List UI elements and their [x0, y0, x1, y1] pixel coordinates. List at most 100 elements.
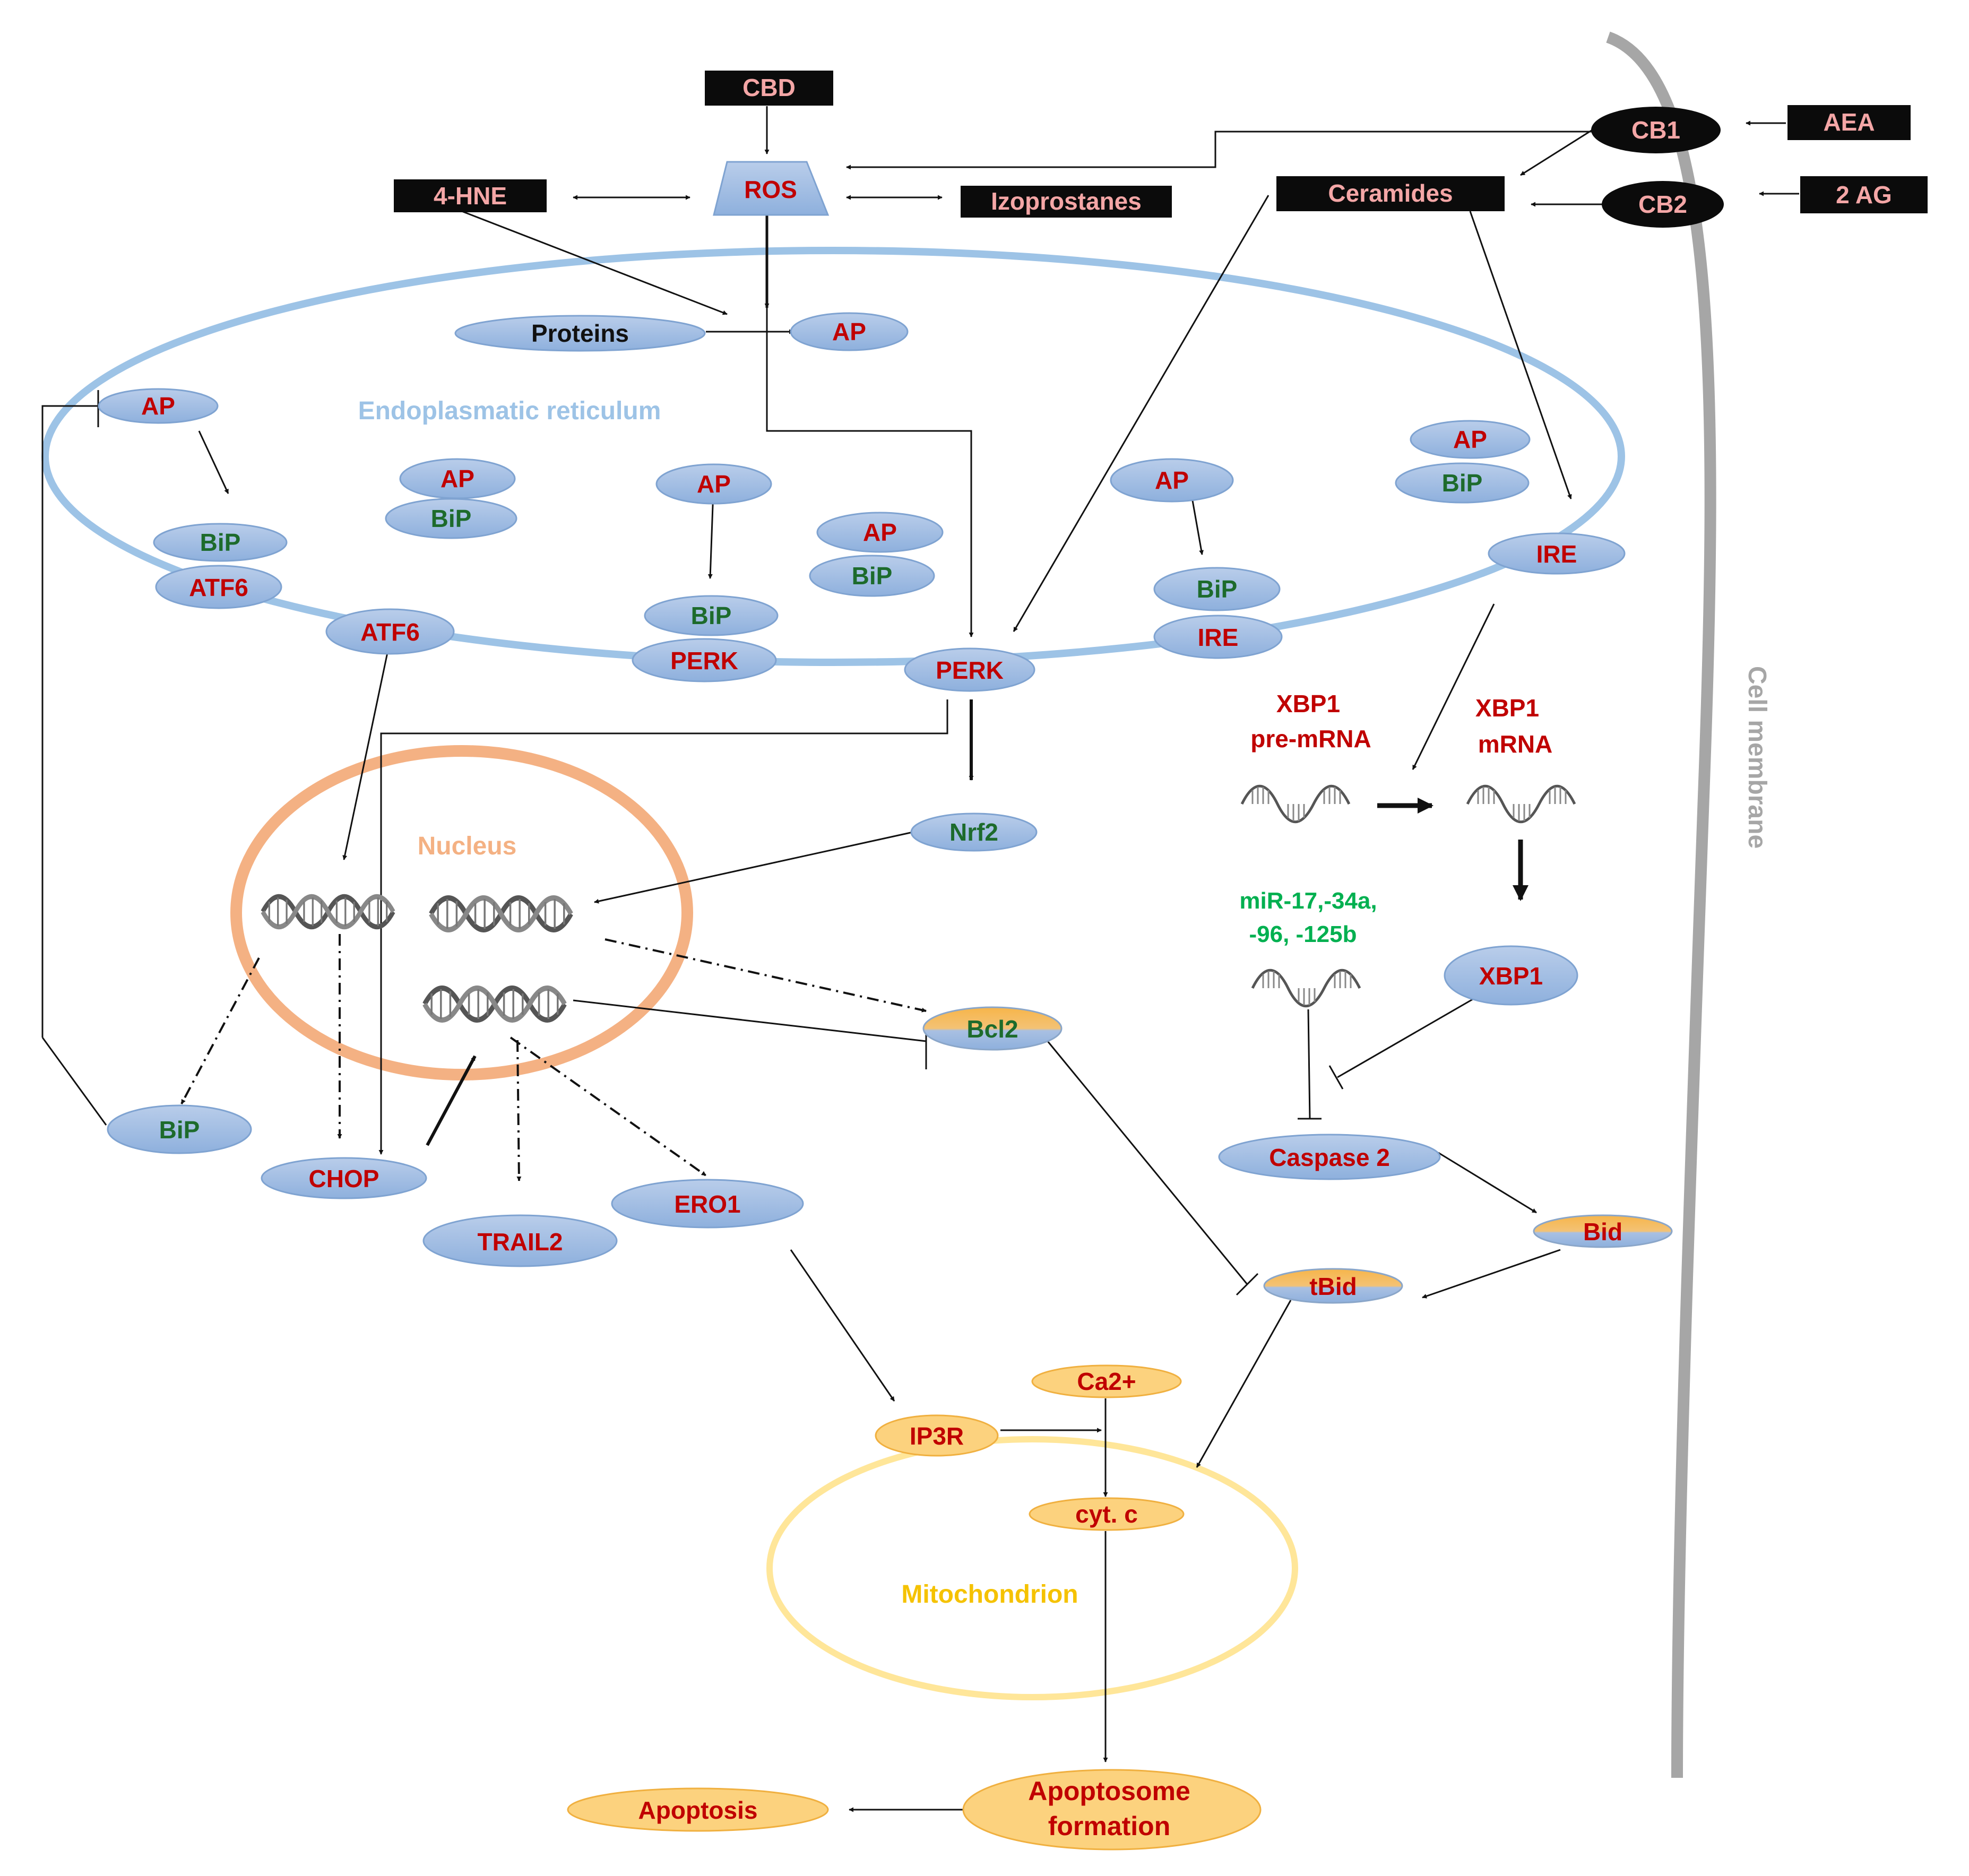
node-bcl2: Bcl2: [922, 1006, 1063, 1051]
stimulus-cbd: CBD: [705, 71, 833, 106]
svg-text:BiP: BiP: [1442, 469, 1483, 497]
nucleus-outline: [230, 745, 693, 1080]
svg-text:Nrf2: Nrf2: [949, 818, 998, 846]
svg-text:ATF6: ATF6: [360, 618, 420, 646]
mitochondrion-label: Mitochondrion: [901, 1580, 1078, 1609]
receptor-cb2: CB2: [1602, 181, 1724, 228]
node-perk: PERK: [632, 638, 777, 682]
node-bip: BiP: [107, 1104, 252, 1154]
rna-strand-icon: [1242, 786, 1349, 822]
svg-text:TRAIL2: TRAIL2: [478, 1228, 563, 1256]
node-bip: BiP: [809, 555, 935, 597]
svg-text:4-HNE: 4-HNE: [434, 182, 507, 210]
node-apoptosome: Apoptosome formation: [962, 1769, 1262, 1851]
svg-text:tBid: tBid: [1309, 1273, 1357, 1300]
node-nrf2: Nrf2: [910, 812, 1038, 852]
node-bip: BiP: [153, 523, 288, 562]
svg-text:Ca2+: Ca2+: [1077, 1368, 1136, 1395]
svg-text:Proteins: Proteins: [531, 319, 629, 347]
svg-text:IRE: IRE: [1536, 540, 1577, 568]
svg-text:CBD: CBD: [742, 74, 796, 101]
svg-text:cyt. c: cyt. c: [1075, 1500, 1138, 1528]
svg-text:AP: AP: [697, 470, 731, 498]
svg-text:CB2: CB2: [1638, 191, 1687, 218]
dna-helix-icon: [263, 897, 393, 927]
cell-membrane-label: Cell membrane: [1743, 666, 1771, 849]
cell-membrane: [1606, 31, 1716, 1778]
node-bip: BiP: [644, 595, 779, 636]
svg-text:AP: AP: [1155, 466, 1189, 494]
svg-text:AP: AP: [441, 465, 474, 492]
svg-text:formation: formation: [1048, 1811, 1171, 1841]
svg-text:BiP: BiP: [852, 562, 893, 590]
xbp1-pre-mrna-label: pre-mRNA: [1250, 725, 1371, 753]
dna-helix-icon: [431, 898, 571, 930]
svg-text:Bid: Bid: [1583, 1218, 1622, 1246]
stimulus-4-hne: 4-HNE: [394, 179, 547, 212]
stimulus-izoprostanes: Izoprostanes: [961, 186, 1172, 218]
node-bip: BiP: [1153, 567, 1281, 611]
svg-text:BiP: BiP: [159, 1116, 200, 1144]
mitochondrion-outline: [766, 1436, 1298, 1700]
node-bid: Bid: [1533, 1214, 1673, 1248]
node-trail2: TRAIL2: [422, 1214, 618, 1267]
svg-text:AEA: AEA: [1823, 108, 1875, 136]
svg-text:XBP1: XBP1: [1479, 962, 1543, 990]
svg-text:IRE: IRE: [1198, 624, 1239, 651]
svg-text:BiP: BiP: [1197, 575, 1238, 603]
node-bip: BiP: [385, 498, 517, 539]
xbp1-pre-mrna-label: XBP1: [1276, 690, 1340, 717]
svg-text:Ceramides: Ceramides: [1328, 179, 1453, 207]
node-ire: IRE: [1488, 532, 1626, 575]
svg-text:AP: AP: [141, 392, 175, 420]
svg-text:PERK: PERK: [670, 647, 738, 675]
svg-text:ROS: ROS: [744, 176, 797, 203]
node-chop: CHOP: [261, 1157, 427, 1199]
stimulus-aea: AEA: [1787, 105, 1911, 140]
rna-strand-icon: [1253, 970, 1360, 1006]
stimulus-ros: ROS: [713, 161, 830, 216]
node-ire: IRE: [1153, 615, 1283, 659]
node-atf6: ATF6: [155, 565, 282, 609]
stimulus-ceramides: Ceramides: [1276, 176, 1505, 211]
svg-text:AP: AP: [832, 318, 866, 345]
svg-text:ATF6: ATF6: [189, 574, 248, 601]
nucleus-label: Nucleus: [418, 832, 517, 860]
node-proteins: Proteins: [454, 315, 706, 352]
node-bip: BiP: [1395, 462, 1530, 504]
svg-text:CB1: CB1: [1631, 116, 1680, 144]
svg-text:Izoprostanes: Izoprostanes: [991, 187, 1142, 215]
svg-text:BiP: BiP: [431, 505, 472, 532]
stimulus-2-ag: 2 AG: [1800, 176, 1928, 213]
rna-strand-icon: [1467, 786, 1575, 822]
svg-text:PERK: PERK: [936, 656, 1004, 684]
receptor-cb1: CB1: [1591, 107, 1721, 153]
dna-helix-icon: [425, 988, 565, 1020]
svg-text:Caspase 2: Caspase 2: [1269, 1144, 1390, 1171]
svg-text:Apoptosis: Apoptosis: [638, 1796, 758, 1824]
svg-text:AP: AP: [863, 518, 897, 546]
svg-text:Apoptosome: Apoptosome: [1028, 1776, 1190, 1806]
xbp1-mrna-label: mRNA: [1478, 730, 1553, 758]
er-label: Endoplasmatic reticulum: [358, 397, 661, 425]
node-ca2: Ca2+: [1031, 1364, 1182, 1398]
node-ap: AP: [98, 388, 219, 424]
node-ap: AP: [1110, 458, 1234, 503]
svg-text:AP: AP: [1453, 426, 1487, 453]
svg-text:CHOP: CHOP: [309, 1165, 379, 1192]
node-ero1: ERO1: [611, 1179, 804, 1229]
node-ap: AP: [655, 463, 772, 505]
node-caspase-2: Caspase 2: [1218, 1134, 1441, 1180]
connectors: [41, 106, 1799, 1812]
node-ap: AP: [816, 512, 944, 553]
er-outline: [41, 247, 1625, 666]
node-xbp1: XBP1: [1444, 945, 1578, 1006]
xbp1-mrna-label: XBP1: [1475, 694, 1539, 722]
node-ap: AP: [790, 312, 909, 351]
mirna-label: -96, -125b: [1249, 921, 1357, 947]
node-perk: PERK: [904, 647, 1035, 692]
node-apoptosis: Apoptosis: [567, 1787, 829, 1832]
svg-text:ERO1: ERO1: [674, 1190, 740, 1218]
node-atf6: ATF6: [325, 608, 455, 655]
